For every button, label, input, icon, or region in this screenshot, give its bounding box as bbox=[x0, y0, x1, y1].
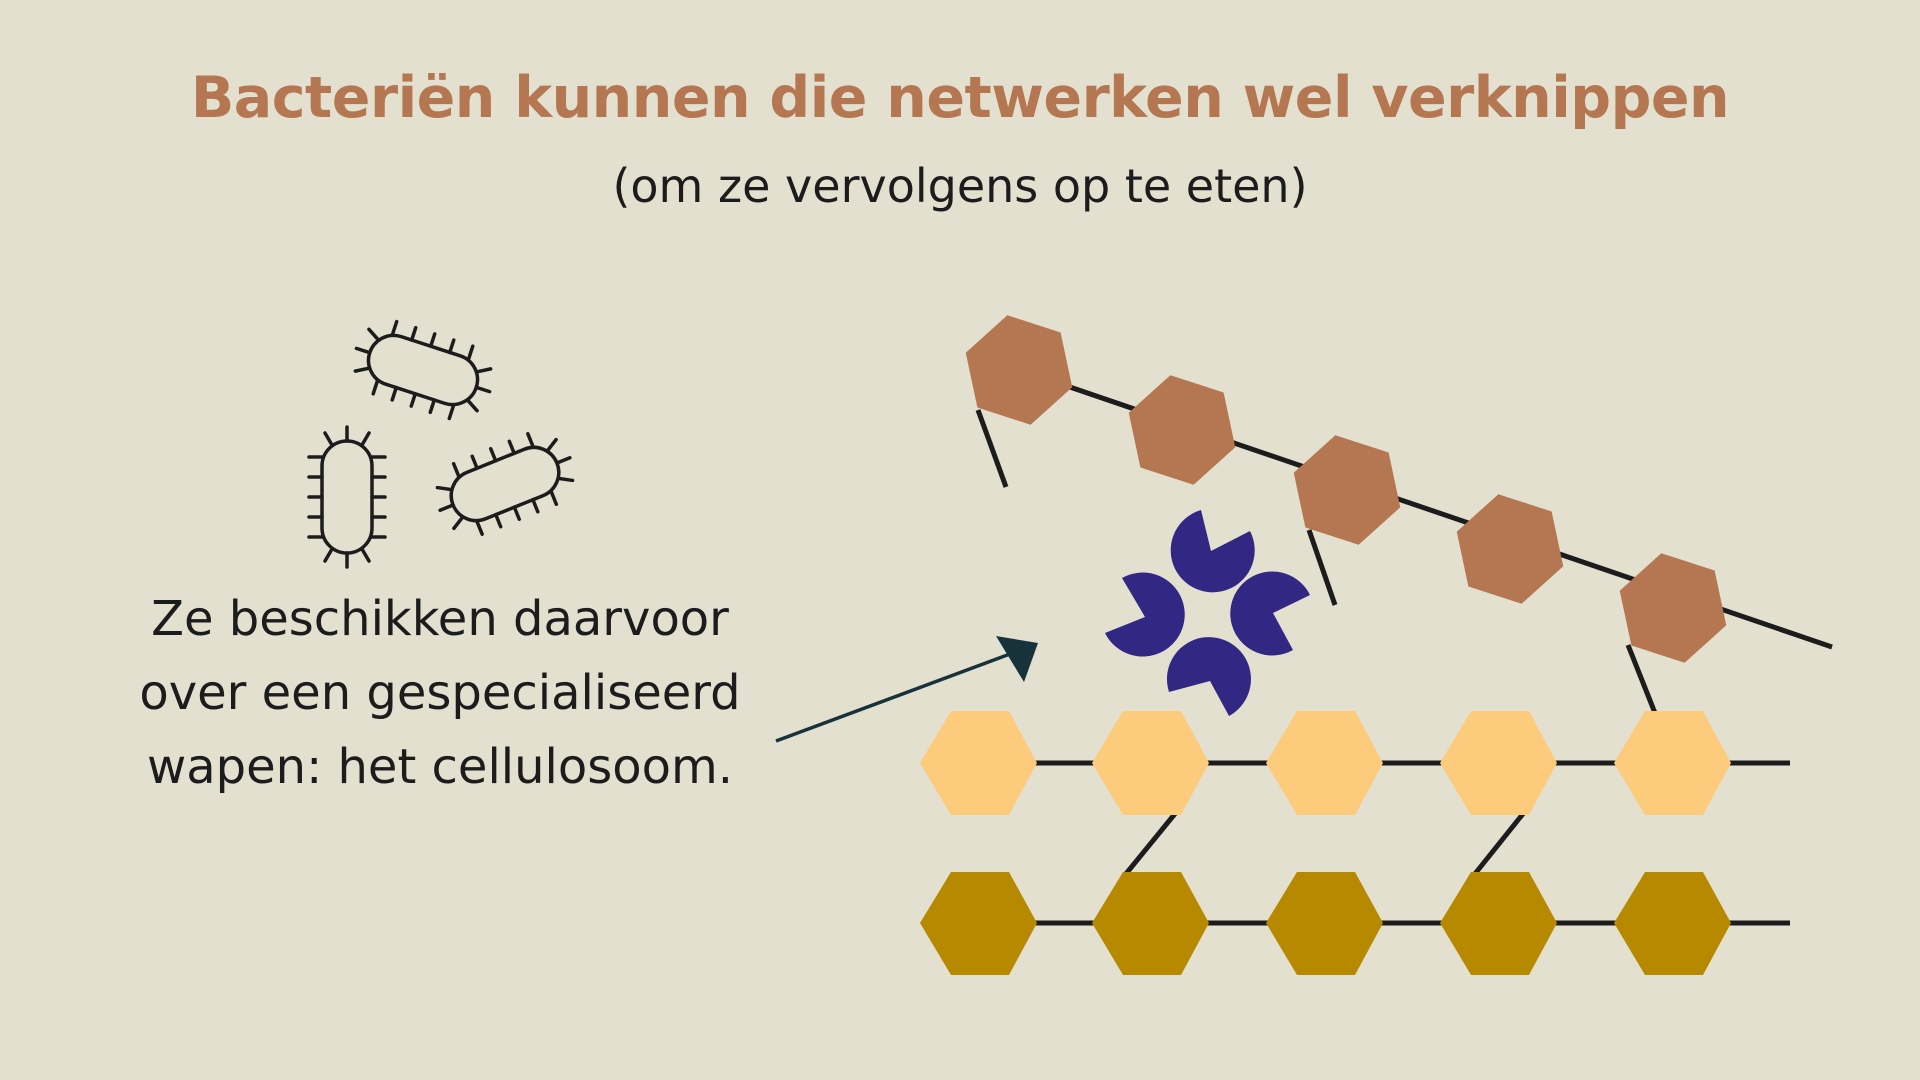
caption: Ze beschikken daarvoor over een gespecia… bbox=[110, 582, 770, 804]
hexagon-middle-1 bbox=[920, 711, 1037, 815]
caption-line-1: Ze beschikken daarvoor bbox=[151, 591, 729, 647]
caption-line-2: over een gespecialiseerd bbox=[139, 665, 741, 721]
bacterium-icon-3 bbox=[435, 432, 575, 536]
hexagon-top-2 bbox=[1128, 375, 1236, 485]
bacterium-icon-1 bbox=[353, 319, 493, 421]
bottom-chain bbox=[920, 872, 1790, 975]
bacteria-group bbox=[307, 319, 575, 569]
hexagon-middle-4 bbox=[1440, 711, 1557, 815]
arrow-icon bbox=[775, 636, 1038, 743]
hexagon-middle-3 bbox=[1266, 711, 1383, 815]
page-title: Bacteriën kunnen die netwerken wel verkn… bbox=[190, 65, 1730, 131]
middle-chain bbox=[920, 711, 1790, 877]
enzyme-unit-left bbox=[1105, 572, 1185, 657]
hexagon-top-1 bbox=[965, 315, 1073, 425]
hexagon-middle-5 bbox=[1614, 711, 1731, 815]
hexagon-top-5 bbox=[1619, 553, 1727, 663]
hexagon-top-4 bbox=[1456, 494, 1564, 604]
caption-line-3: wapen: het cellulosoom. bbox=[146, 739, 734, 795]
page-subtitle: (om ze vervolgens op te eten) bbox=[612, 159, 1308, 213]
cellulosome-icon bbox=[1105, 510, 1310, 716]
hexagon-bottom-5 bbox=[1614, 872, 1731, 975]
top-chain bbox=[965, 315, 1833, 714]
hexagon-bottom-2 bbox=[1092, 872, 1209, 975]
hexagon-bottom-3 bbox=[1266, 872, 1383, 975]
enzyme-unit-bottom bbox=[1166, 637, 1251, 716]
hexagon-top-3 bbox=[1293, 435, 1401, 545]
hexagon-bottom-1 bbox=[920, 872, 1037, 975]
enzyme-unit-top bbox=[1170, 510, 1255, 593]
bacterium-icon-2 bbox=[307, 425, 387, 569]
hexagon-bottom-4 bbox=[1440, 872, 1557, 975]
enzyme-unit-right bbox=[1230, 571, 1310, 656]
hexagon-middle-2 bbox=[1092, 711, 1209, 815]
